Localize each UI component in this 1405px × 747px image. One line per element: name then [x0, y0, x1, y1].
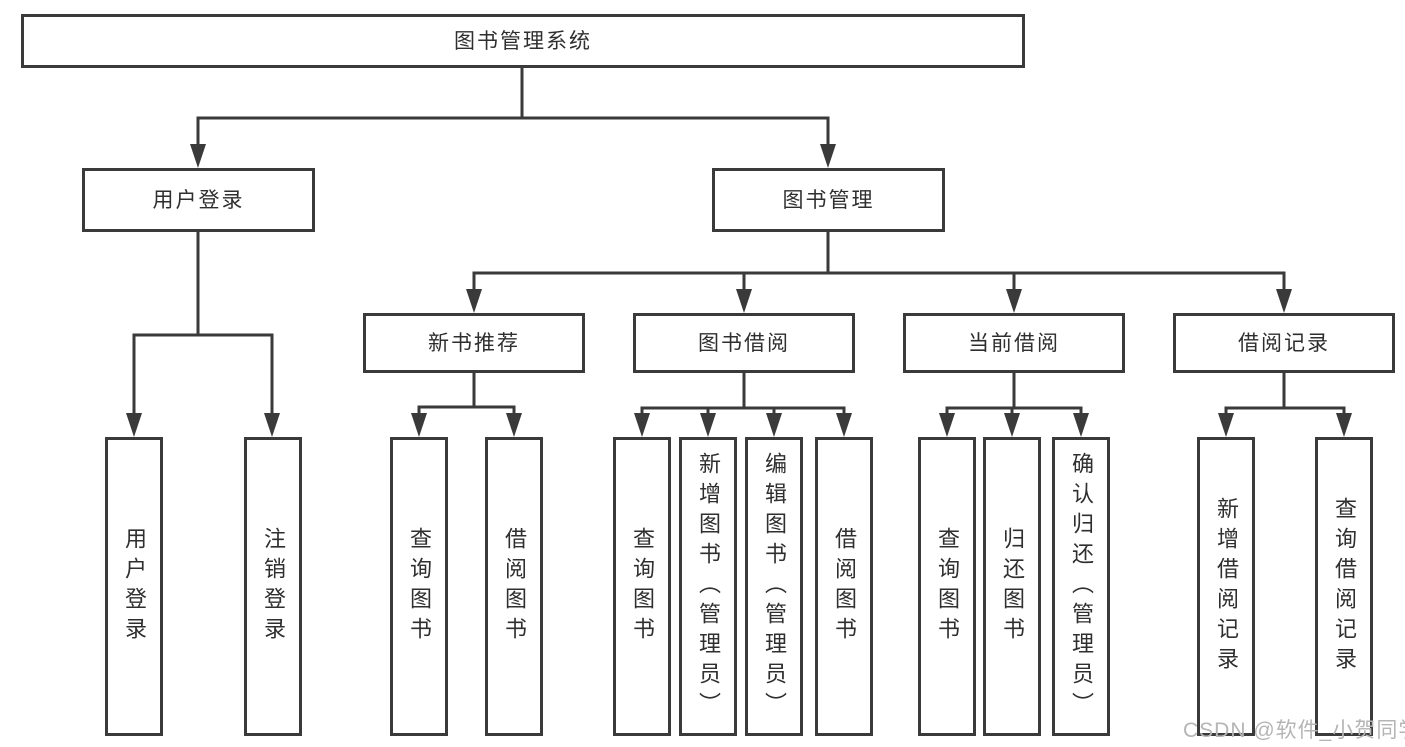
leaf-add-borrow-record: 新增借阅记录: [1197, 437, 1255, 736]
watermark: CSDN @软件_小贺同学: [1183, 719, 1405, 742]
leaf-add-book-admin: 新增图书（管理员）: [679, 437, 737, 736]
leaf-return-book: 归还图书: [983, 437, 1041, 736]
node-book-management: 图书管理: [712, 168, 945, 232]
connector-bookmgmt-to-level3: [472, 232, 1286, 290]
leaf-edit-book-admin: 编辑图书（管理员）: [745, 437, 803, 736]
arrow-down-icon: [190, 144, 206, 168]
connector-borrowrecords-to-leaves: [1224, 373, 1346, 414]
node-borrow-records: 借阅记录: [1173, 313, 1395, 373]
leaf-logout: 注销登录: [244, 437, 302, 736]
arrow-down-icon: [126, 413, 142, 437]
arrow-down-icon: [736, 289, 752, 313]
connector-userlogin-to-leaves: [132, 232, 274, 414]
node-current-borrow: 当前借阅: [903, 313, 1125, 373]
arrow-down-icon: [836, 413, 852, 437]
arrow-down-icon: [466, 289, 482, 313]
leaf-query-books-current: 查询图书: [918, 437, 976, 736]
node-root: 图书管理系统: [21, 14, 1025, 68]
arrow-down-icon: [1276, 289, 1292, 313]
arrow-down-icon: [1218, 413, 1234, 437]
leaf-query-books-borrow: 查询图书: [613, 437, 671, 736]
arrow-down-icon: [766, 413, 782, 437]
arrow-down-icon: [1004, 413, 1020, 437]
node-new-book-recommend: 新书推荐: [363, 313, 585, 373]
leaf-user-login: 用户登录: [105, 437, 163, 736]
arrow-down-icon: [1073, 413, 1089, 437]
connector-root-to-level2: [196, 68, 830, 145]
node-user-login: 用户登录: [82, 168, 315, 232]
arrow-down-icon: [634, 413, 650, 437]
leaf-borrow-books-borrow: 借阅图书: [815, 437, 873, 736]
connector-newbook-to-leaves: [417, 373, 516, 414]
arrow-down-icon: [264, 413, 280, 437]
leaf-query-books-recommend: 查询图书: [390, 437, 448, 736]
arrow-down-icon: [1336, 413, 1352, 437]
arrow-down-icon: [1006, 289, 1022, 313]
arrow-down-icon: [820, 144, 836, 168]
leaf-query-borrow-record: 查询借阅记录: [1315, 437, 1373, 736]
arrow-down-icon: [700, 413, 716, 437]
arrowheads: [126, 144, 1352, 437]
leaf-confirm-return-admin: 确认归还（管理员）: [1052, 437, 1110, 736]
node-book-borrow: 图书借阅: [633, 313, 855, 373]
connector-bookborrow-to-leaves: [640, 373, 846, 414]
arrow-down-icon: [939, 413, 955, 437]
arrow-down-icon: [411, 413, 427, 437]
leaf-borrow-books-recommend: 借阅图书: [485, 437, 543, 736]
arrow-down-icon: [506, 413, 522, 437]
connector-currentborrow-to-leaves: [945, 373, 1083, 414]
